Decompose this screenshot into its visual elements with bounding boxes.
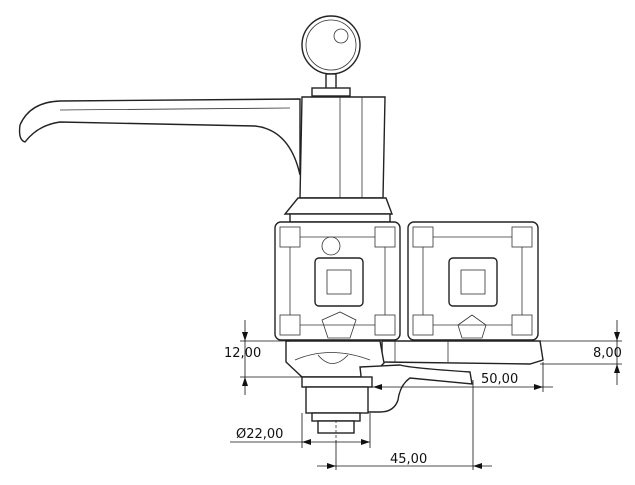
lever-handle <box>18 98 301 176</box>
profile-left <box>274 221 401 341</box>
dimension-height-right: 8,00 <box>593 346 622 361</box>
lock-body <box>283 96 394 223</box>
dimension-lines <box>230 320 622 470</box>
dimension-offset: 45,00 <box>390 452 428 467</box>
dimension-lever-length: 50,00 <box>481 372 519 387</box>
profile-right <box>407 221 539 341</box>
cam-lever <box>359 364 473 413</box>
key <box>301 15 361 97</box>
dimension-height-left: 12,00 <box>224 346 262 361</box>
dimension-diameter: Ø22,00 <box>236 427 284 442</box>
lock-barrel <box>301 376 373 440</box>
